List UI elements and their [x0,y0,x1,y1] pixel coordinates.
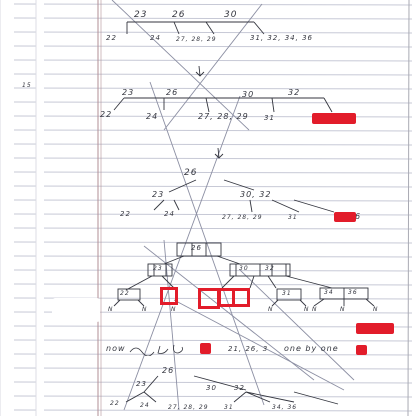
tree-2-root-key: 32 [288,88,301,97]
null-marker: N [142,306,148,313]
tree-5-leaf: 24 [140,402,150,409]
redaction-mark [200,343,211,354]
null-marker: N [268,306,274,313]
sentence-start: now [106,344,126,353]
null-marker: N [340,306,346,313]
tree-4-leaf: 34 [324,289,334,296]
tree-1-leaf: 24 [150,34,161,42]
tree-5-key: 23 [136,380,147,388]
tree-5-leaf: 31 [224,404,234,411]
tree-1-leaf: 22 [106,34,117,42]
margin-number: 15 [22,82,32,89]
null-marker: N [304,306,310,313]
tree-5-leaf: 27, 28, 29 [168,404,209,411]
tree-3-leaf: 22 [120,210,131,218]
tree-3-left-key: 23 [152,190,165,199]
null-marker: N [108,306,114,313]
null-marker: N [171,306,177,313]
sentence-end: one by one [284,344,339,353]
tree-3-right-keys: 30, 32 [240,190,272,199]
tree-1-leaf: 31, 32, 34, 36 [250,34,313,42]
tree-4-leaf: 36 [348,289,358,296]
tree-1-root-key: 26 [172,10,186,20]
redaction-mark [356,323,394,334]
tree-2-root-key: 30 [242,90,255,99]
redaction-box [160,287,178,305]
tree-2-leaf: 22 [100,110,113,119]
tree-2-leaf: 31 [264,114,275,122]
scribble-word [129,344,183,356]
tree-1-leaf: 27, 28, 29 [176,36,217,43]
tree-5-leaf: 34, 36 [272,404,298,411]
tree-2-root-key: 26 [166,88,179,97]
tree-1-root-key: 23 [134,10,148,20]
tree-5-leaf: 22 [110,400,120,407]
tree-4-leaf: 31 [282,290,292,297]
redaction-box [198,288,220,309]
tree-4-leaf: 22 [120,290,130,297]
tree-2-leaf: 24 [146,112,159,121]
tree-4-left-node: 23 [153,265,163,272]
null-marker: N [373,306,379,313]
tree-4-right-node-key: 30 [239,265,249,272]
tree-3-root: 26 [184,168,198,178]
tree-2-root-key: 23 [122,88,135,97]
redaction-box [232,288,250,307]
tree-3-leaf: 31 [288,214,298,221]
tree-4-root: 26 [191,244,202,252]
cross-out-strokes [111,0,375,411]
tree-5-key: 30 [206,384,217,392]
redaction-mark [356,345,367,355]
notebook-page: 15 23 26 30 22 24 27, 28, 29 31, 32, 34,… [14,0,412,416]
tree-4-right-node-key: 32 [265,265,275,272]
null-marker: N [312,306,318,313]
redaction-mark [312,113,356,124]
tree-5-key: 32 [234,384,245,392]
tree-1-root-key: 30 [224,10,238,20]
blanked-patch [52,298,100,322]
tree-3-leaf-fragment: 6 [355,212,362,221]
tree-3-leaf: 27, 28, 29 [222,214,263,221]
tree-2-leaf: 27, 28, 29 [198,112,249,121]
sentence-middle: 21, 26, 3 [228,345,269,353]
tree-3-leaf: 24 [164,210,175,218]
tree-5-root: 26 [162,366,175,375]
redaction-mark [334,212,356,222]
